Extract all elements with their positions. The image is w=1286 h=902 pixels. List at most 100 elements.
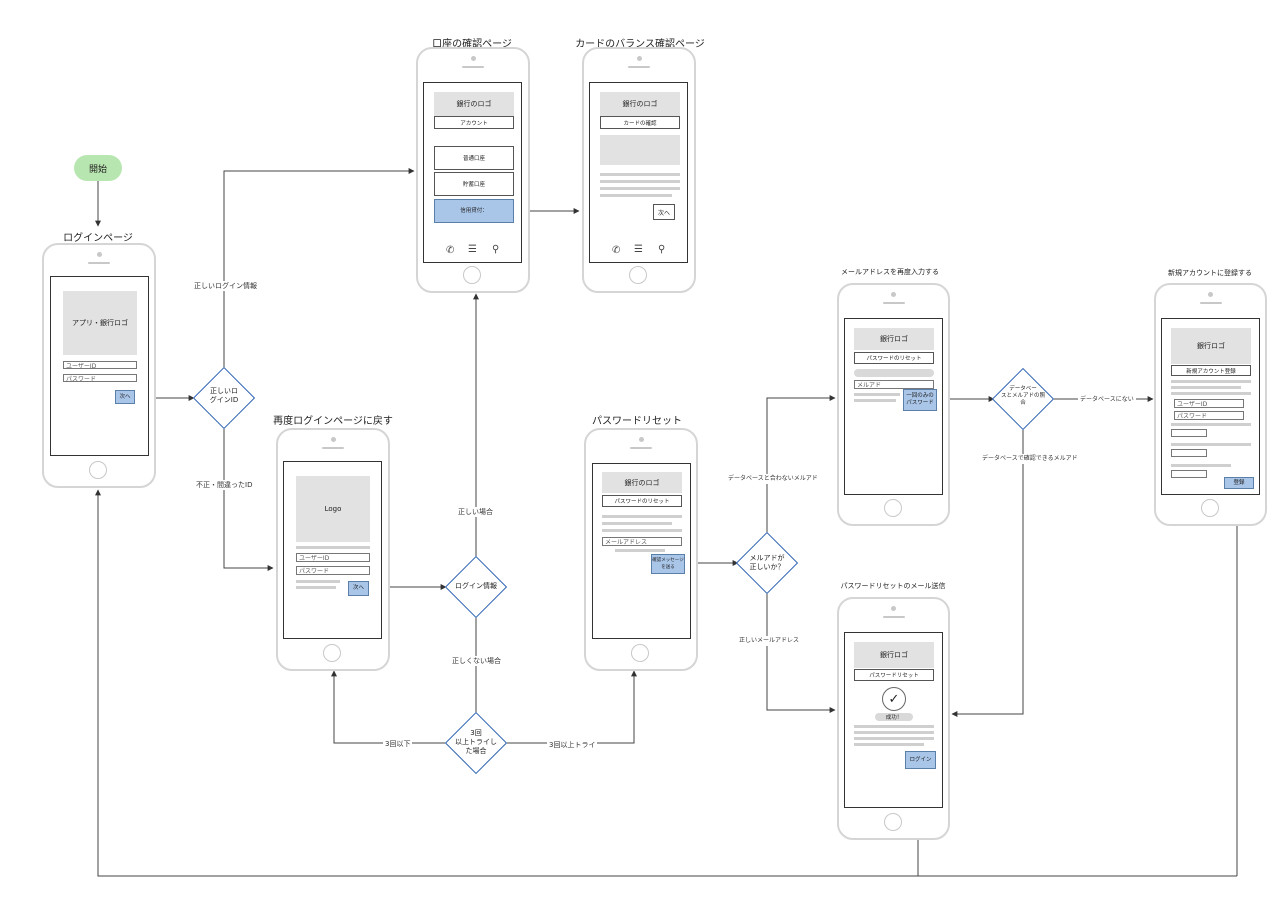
bank-logo: 銀行のロゴ <box>602 472 682 493</box>
text-line <box>854 393 900 396</box>
status-pill <box>854 369 934 377</box>
home-button[interactable] <box>323 644 341 662</box>
decision-login-info-text: ログイン情報 <box>455 582 497 590</box>
home-button[interactable] <box>89 461 107 479</box>
user-id-field[interactable]: ユーザーID <box>296 553 370 562</box>
success-label: 成功！ <box>885 715 903 721</box>
title-email-reinput: メールアドレスを再度入力する <box>841 268 939 276</box>
bank-logo: 銀行のロゴ <box>434 92 514 116</box>
edge-invalid-id: 不正・間違ったID <box>194 480 255 490</box>
screen-card: 銀行のロゴ カードの確認 次へ ✆ ☰ ⚲ <box>589 82 688 263</box>
phone-icon[interactable]: ✆ <box>612 245 621 256</box>
title-login: ログインページ <box>63 233 133 244</box>
home-button[interactable] <box>631 644 649 662</box>
reset-tab-label: パスワードのリセット <box>614 499 670 505</box>
card-tab[interactable]: カードの確認 <box>600 116 680 129</box>
home-button[interactable] <box>883 813 902 831</box>
user-id-field[interactable]: ユーザーID <box>1174 399 1244 408</box>
home-button[interactable] <box>463 266 481 284</box>
next-label: 次へ <box>119 393 131 400</box>
camera-icon <box>891 292 896 297</box>
text-line <box>600 180 680 183</box>
speaker-icon <box>1199 302 1222 304</box>
speaker-icon <box>88 262 110 264</box>
bank-logo-text: 銀行ロゴ <box>1197 342 1225 350</box>
reset-tab-label: パスワードのリセット <box>866 356 922 362</box>
extra-field-2[interactable] <box>1171 449 1207 457</box>
location-icon[interactable]: ⚲ <box>658 244 666 255</box>
text-line <box>296 586 336 589</box>
text-line <box>1171 386 1241 389</box>
new-account-tab[interactable]: 新規アカウント登録 <box>1171 365 1251 376</box>
home-button[interactable] <box>1200 499 1219 517</box>
savings-item[interactable]: 普通口座 <box>434 146 514 170</box>
phone-reset: 銀行のロゴ パスワードのリセット メールアドレス 確認メッセージを送る <box>584 428 698 671</box>
text-line <box>1171 443 1251 446</box>
screen-account: 銀行のロゴ アカウント 普通口座 貯蓄口座 信用貸付： ✆ ☰ ⚲ <box>423 82 522 263</box>
menu-icon[interactable]: ☰ <box>634 244 643 255</box>
text-line <box>600 187 680 190</box>
password-field[interactable]: パスワード <box>296 566 370 575</box>
reset-tab-label: パスワードリセット <box>869 673 919 679</box>
speaker-icon <box>462 66 484 68</box>
deposit-item[interactable]: 貯蓄口座 <box>434 172 514 196</box>
screen-reset: 銀行のロゴ パスワードのリセット メールアドレス 確認メッセージを送る <box>592 463 691 639</box>
camera-icon <box>470 56 476 61</box>
edge-over3: 3回以上トライ <box>547 740 598 750</box>
bank-logo-text: 銀行ロゴ <box>880 335 908 343</box>
next-button[interactable]: 次へ <box>115 390 135 404</box>
bank-logo: 銀行ロゴ <box>854 642 934 668</box>
account-tab[interactable]: アカウント <box>434 116 514 129</box>
register-button[interactable]: 登録 <box>1224 477 1254 489</box>
text-line <box>600 194 672 197</box>
user-id-field[interactable]: ユーザーID <box>63 361 137 370</box>
text-line <box>600 173 680 176</box>
extra-field-3[interactable] <box>1171 470 1207 478</box>
menu-icon[interactable]: ☰ <box>468 244 477 255</box>
send-confirm-label: 確認メッセージを送る <box>652 558 684 570</box>
email-field[interactable]: メールアドレス <box>602 537 682 546</box>
password-field[interactable]: パスワード <box>63 374 137 383</box>
credit-item-label: 信用貸付： <box>460 207 488 214</box>
text-line <box>296 546 370 549</box>
next-button[interactable]: 次へ <box>653 204 675 220</box>
edge-correct-login: 正しいログイン情報 <box>192 281 259 291</box>
register-label: 登録 <box>1233 479 1245 486</box>
location-icon[interactable]: ⚲ <box>492 244 500 255</box>
credit-item[interactable]: 信用貸付： <box>434 199 514 223</box>
phone-new-account: 銀行ロゴ 新規アカウント登録 ユーザーID パスワード 登録 <box>1154 283 1267 526</box>
speaker-icon <box>628 66 650 68</box>
reset-tab[interactable]: パスワードリセット <box>854 669 934 681</box>
text-line <box>1171 423 1251 426</box>
home-button[interactable] <box>883 499 902 517</box>
edge-correct-case: 正しい場合 <box>456 507 495 517</box>
next-button[interactable]: 次へ <box>348 581 369 596</box>
savings-item-label: 普通口座 <box>462 156 485 162</box>
password-field[interactable]: パスワード <box>1174 411 1244 420</box>
otp-button[interactable]: 一回のみの パスワード <box>903 389 937 411</box>
account-tab-label: アカウント <box>460 120 488 127</box>
phone-card: 銀行のロゴ カードの確認 次へ ✆ ☰ ⚲ <box>582 47 696 293</box>
user-id-placeholder: ユーザーID <box>1177 401 1208 408</box>
app-logo: アプリ・銀行ロゴ <box>63 291 137 355</box>
reset-tab[interactable]: パスワードのリセット <box>602 495 682 507</box>
edge-no-db: データベースにない <box>1078 395 1136 405</box>
camera-icon <box>636 56 642 61</box>
extra-field-1[interactable] <box>1171 429 1207 437</box>
screen-relogin: Logo ユーザーID パスワード 次へ <box>283 461 382 639</box>
title-account: 口座の確認ページ <box>432 39 512 50</box>
check-icon: ✓ <box>882 687 906 711</box>
send-confirm-button[interactable]: 確認メッセージを送る <box>651 554 685 574</box>
home-button[interactable] <box>629 266 647 284</box>
screen-new-account: 銀行ロゴ 新規アカウント登録 ユーザーID パスワード 登録 <box>1161 318 1260 495</box>
text-line <box>1171 464 1231 467</box>
text-line <box>1171 392 1251 395</box>
phone-icon[interactable]: ✆ <box>446 245 455 256</box>
reset-tab[interactable]: パスワードのリセット <box>854 352 934 364</box>
start-node: 開始 <box>74 155 122 181</box>
email-placeholder: メルアド <box>857 382 882 389</box>
edge-incorrect-case: 正しくない場合 <box>450 656 503 666</box>
phone-reset-mail: 銀行ロゴ パスワードリセット ✓ 成功！ ログイン <box>837 597 950 840</box>
login-button[interactable]: ログイン <box>905 751 936 769</box>
email-field[interactable]: メルアド <box>854 380 934 389</box>
